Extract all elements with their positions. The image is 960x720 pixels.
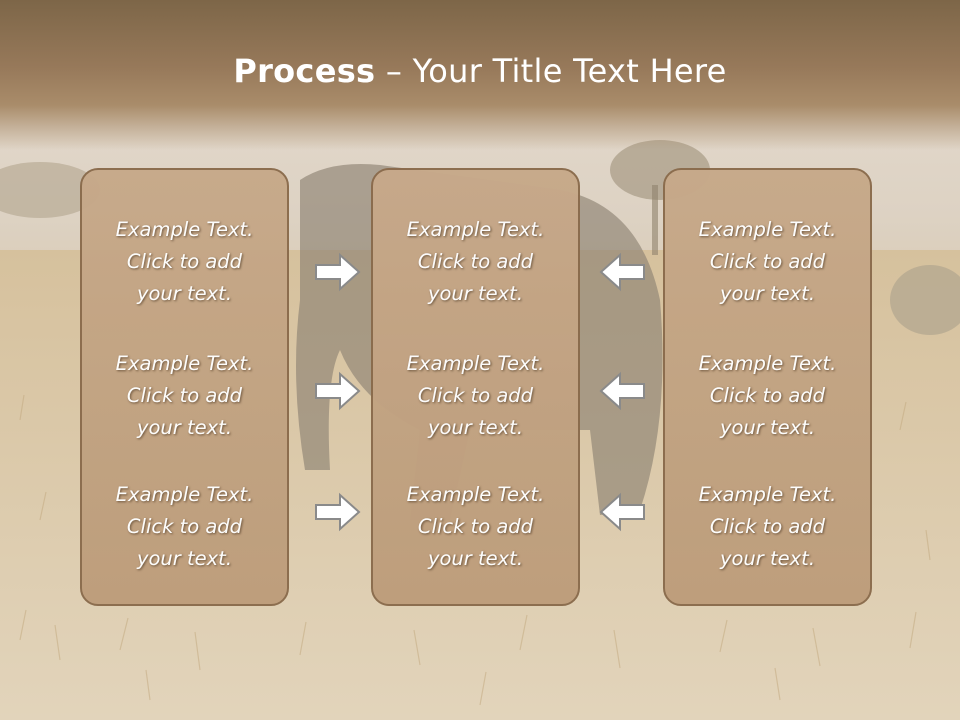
process-box-center[interactable]: Example Text. Click to add your text. Ex… (371, 168, 580, 606)
title-bold-part: Process (233, 52, 376, 90)
text-line: Click to add (126, 384, 243, 407)
text-line: Example Text. (406, 218, 545, 241)
text-line: your text. (427, 416, 524, 439)
text-line: Example Text. (698, 483, 837, 506)
slide-title[interactable]: Process – Your Title Text Here (0, 52, 960, 90)
right-arrow-icon[interactable] (314, 371, 362, 411)
text-line: Click to add (709, 384, 826, 407)
text-line: Example Text. (406, 483, 545, 506)
text-line: Click to add (417, 384, 534, 407)
text-line: your text. (427, 282, 524, 305)
text-line: Example Text. (115, 352, 254, 375)
placeholder-text[interactable]: Example Text. Click to add your text. (82, 348, 287, 444)
left-arrow-icon[interactable] (598, 492, 646, 532)
text-line: Example Text. (698, 352, 837, 375)
text-line: Example Text. (115, 483, 254, 506)
placeholder-text[interactable]: Example Text. Click to add your text. (373, 348, 578, 444)
text-line: Click to add (417, 515, 534, 538)
text-line: Click to add (417, 250, 534, 273)
right-arrow-icon[interactable] (314, 492, 362, 532)
placeholder-text[interactable]: Example Text. Click to add your text. (665, 348, 870, 444)
process-box-right[interactable]: Example Text. Click to add your text. Ex… (663, 168, 872, 606)
text-line: your text. (136, 547, 233, 570)
placeholder-text[interactable]: Example Text. Click to add your text. (373, 214, 578, 310)
title-rest-part: – Your Title Text Here (375, 52, 727, 90)
text-line: your text. (427, 547, 524, 570)
process-box-left[interactable]: Example Text. Click to add your text. Ex… (80, 168, 289, 606)
text-line: your text. (719, 416, 816, 439)
placeholder-text[interactable]: Example Text. Click to add your text. (665, 214, 870, 310)
text-line: Example Text. (698, 218, 837, 241)
text-line: Click to add (709, 250, 826, 273)
text-line: your text. (719, 547, 816, 570)
text-line: Click to add (709, 515, 826, 538)
text-line: Click to add (126, 515, 243, 538)
left-arrow-icon[interactable] (598, 252, 646, 292)
text-line: Example Text. (115, 218, 254, 241)
placeholder-text[interactable]: Example Text. Click to add your text. (665, 479, 870, 575)
placeholder-text[interactable]: Example Text. Click to add your text. (82, 214, 287, 310)
right-arrow-icon[interactable] (314, 252, 362, 292)
text-line: your text. (136, 416, 233, 439)
text-line: Click to add (126, 250, 243, 273)
text-line: your text. (136, 282, 233, 305)
title-bar (0, 0, 960, 150)
placeholder-text[interactable]: Example Text. Click to add your text. (82, 479, 287, 575)
text-line: your text. (719, 282, 816, 305)
placeholder-text[interactable]: Example Text. Click to add your text. (373, 479, 578, 575)
text-line: Example Text. (406, 352, 545, 375)
left-arrow-icon[interactable] (598, 371, 646, 411)
